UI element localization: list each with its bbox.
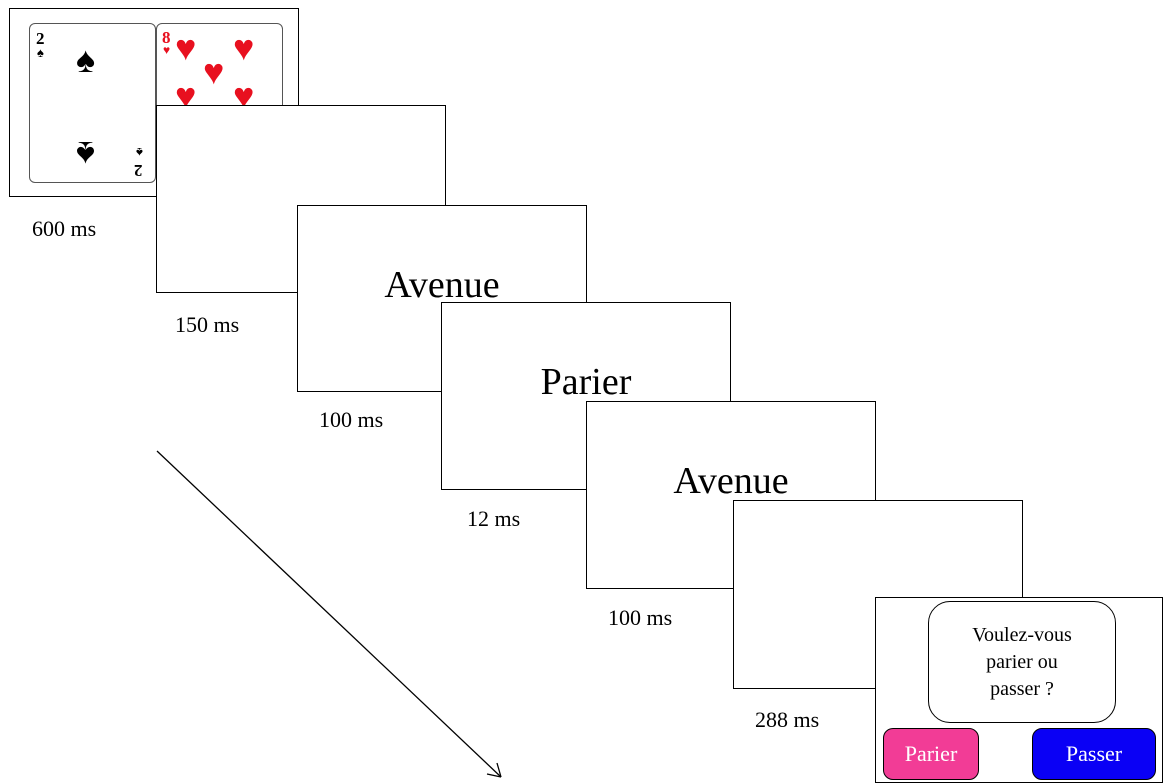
prompt-line-1: Voulez-vous [929,622,1115,649]
prompt-line-3: passer ? [929,676,1115,703]
frame-duration-1: 600 ms [32,218,96,240]
spade-icon: ♠ [76,42,95,78]
heart-icon: ♥ [203,54,224,90]
spade-icon: ♠ [136,146,143,159]
frame-response: Voulez-vous parier ou passer ? Parier Pa… [875,597,1163,783]
frame-duration-3: 100 ms [319,409,383,431]
frame-word: Parier [442,363,730,401]
frame-word: Avenue [587,462,875,500]
prompt-line-2: parier ou [929,649,1115,676]
frame-duration-5: 100 ms [608,607,672,629]
bet-button[interactable]: Parier [883,728,979,780]
spade-icon: ♠ [76,136,95,172]
card-rank-bottom: 2 [134,162,143,179]
spade-icon: ♠ [37,46,44,59]
frame-duration-4: 12 ms [467,508,520,530]
frame-word: Avenue [298,266,586,304]
heart-icon: ♥ [163,44,170,56]
pass-button[interactable]: Passer [1032,728,1156,780]
heart-icon: ♥ [175,30,196,66]
prompt-bubble: Voulez-vous parier ou passer ? [928,601,1116,723]
frame-duration-2: 150 ms [175,314,239,336]
frame-duration-6: 288 ms [755,709,819,731]
card-two-of-spades: 2 ♠ ♠ ♠ 2 ♠ [29,23,156,183]
heart-icon: ♥ [233,30,254,66]
